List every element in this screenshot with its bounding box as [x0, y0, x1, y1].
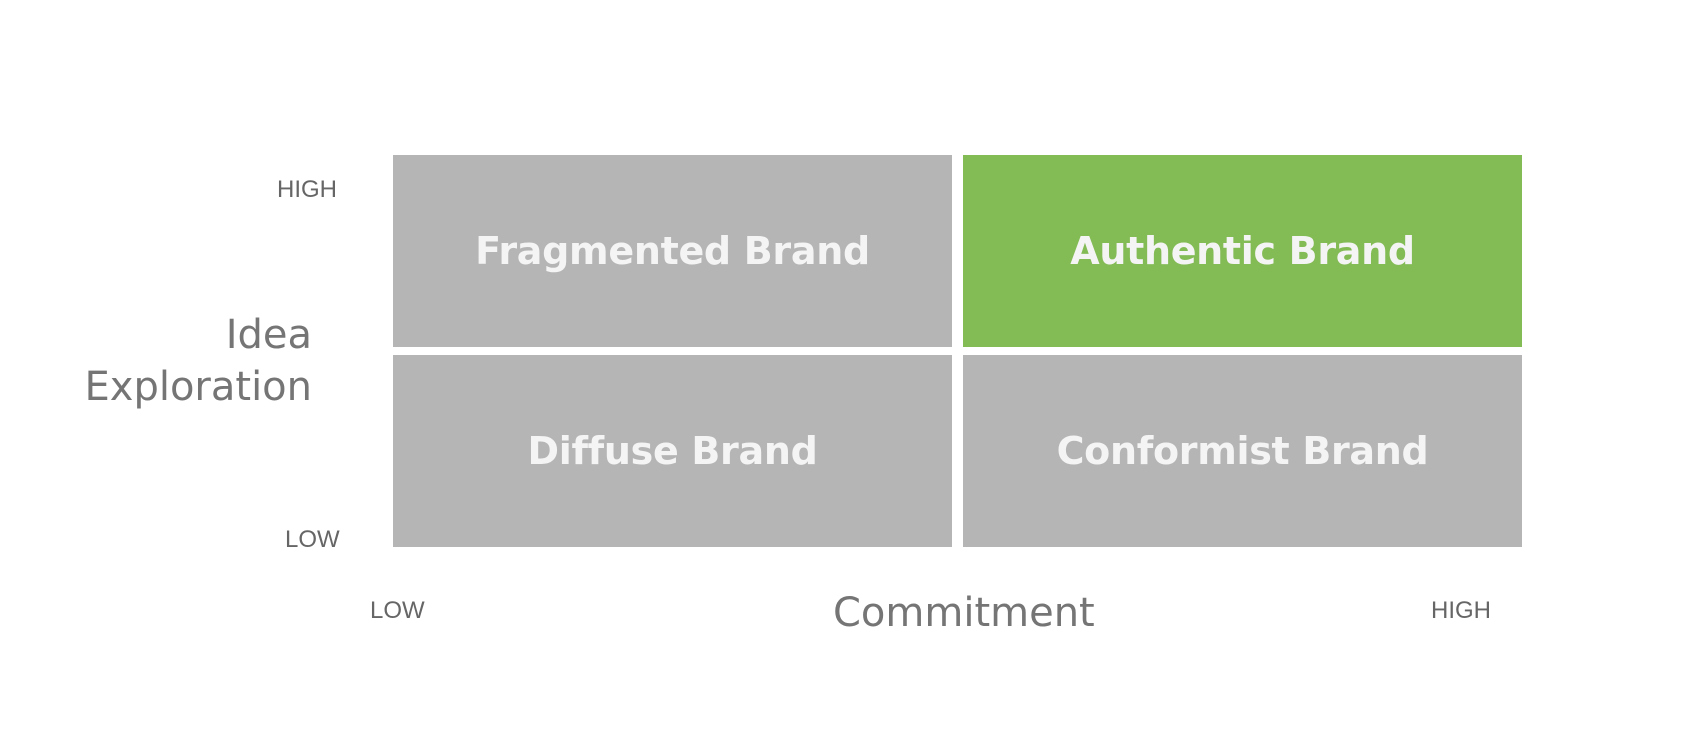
quadrant-label: Fragmented Brand [475, 229, 870, 273]
quadrant-diffuse-brand: Diffuse Brand [393, 355, 952, 547]
y-axis-title-line-2: Exploration [84, 364, 313, 410]
quadrant-conformist-brand: Conformist Brand [963, 355, 1522, 547]
quadrant-authentic-brand: Authentic Brand [963, 155, 1522, 347]
y-axis-title: Idea Exploration [85, 309, 313, 413]
x-axis-low-label: LOW [370, 597, 425, 624]
y-axis-title-line-1: Idea [225, 312, 312, 358]
y-axis-high-label: HIGH [277, 176, 337, 203]
y-axis-low-label: LOW [285, 526, 340, 553]
x-axis-high-label: HIGH [1431, 597, 1491, 624]
quadrant-fragmented-brand: Fragmented Brand [393, 155, 952, 347]
quadrant-label: Diffuse Brand [527, 429, 818, 473]
x-axis-title: Commitment [833, 590, 1095, 636]
quadrant-label: Authentic Brand [1070, 229, 1415, 273]
quadrant-label: Conformist Brand [1056, 429, 1429, 473]
